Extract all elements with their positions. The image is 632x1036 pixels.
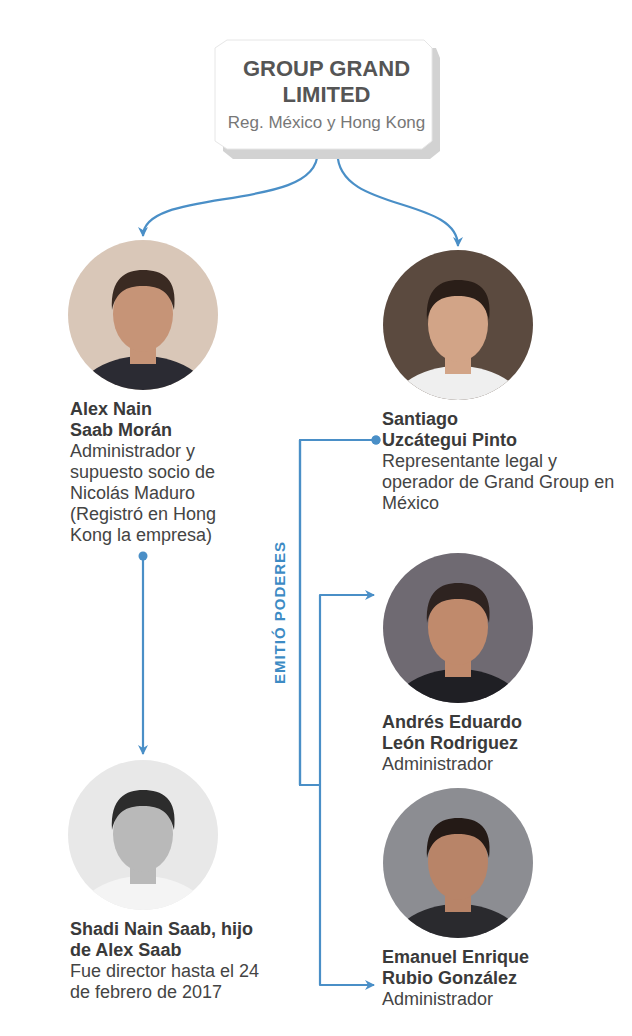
connector [333, 149, 458, 247]
connector-dot [372, 436, 381, 445]
person-name: Andrés Eduardo León Rodriguez [382, 712, 542, 754]
portrait-figure [383, 250, 533, 400]
portrait-figure [383, 553, 533, 703]
person-role: Administrador [382, 989, 620, 1010]
portrait-photo [383, 788, 533, 938]
person-name: Shadi Nain Saab, hijo de Alex Saab [70, 919, 275, 961]
connector-line [338, 153, 459, 246]
portrait-hair [427, 818, 490, 858]
person-name: Alex Nain Saab Morán [70, 399, 190, 441]
person-card: Alex Nain Saab MoránAdministrador y supu… [68, 240, 243, 546]
person-role: Representante legal y operador de Grand … [382, 451, 620, 514]
person-role: Administrador [382, 754, 620, 775]
portrait-photo [68, 760, 218, 910]
person-name: Santiago Uzcátegui Pinto [382, 409, 542, 451]
plaque-face [215, 40, 432, 149]
plaque-subtitle: Reg. México y Hong Kong [225, 112, 428, 133]
portrait-hair [427, 583, 490, 623]
person-role: Administrador y supuesto socio de Nicolá… [70, 441, 235, 546]
edge-label: EMITIÓ PODERES [272, 538, 289, 687]
portrait-hair [427, 280, 490, 320]
connector-line [143, 153, 318, 236]
portrait-figure [68, 240, 218, 390]
connector-dot [139, 552, 148, 561]
portrait-photo [383, 250, 533, 400]
portrait-photo [383, 553, 533, 703]
connector-line [142, 556, 144, 754]
person-card: Emanuel Enrique Rubio GonzálezAdministra… [380, 788, 625, 1010]
person-card: Andrés Eduardo León RodriguezAdministrad… [380, 553, 625, 775]
portrait-hair [112, 270, 175, 310]
connector [300, 436, 381, 986]
title-plaque: GROUP GRAND LIMITED Reg. México y Hong Ko… [215, 40, 440, 159]
plaque-title: GROUP GRAND LIMITED [237, 56, 417, 108]
connector-line [300, 440, 376, 985]
person-card: Santiago Uzcátegui PintoRepresentante le… [380, 250, 625, 514]
person-name: Emanuel Enrique Rubio González [382, 947, 542, 989]
connector-dot [372, 436, 381, 445]
portrait-figure [68, 760, 218, 910]
person-role: Fue director hasta el 24 de febrero de 2… [70, 961, 275, 1003]
connector [139, 552, 148, 755]
connector-line [300, 440, 376, 785]
portrait-hair [112, 790, 175, 830]
portrait-photo [68, 240, 218, 390]
portrait-figure [383, 788, 533, 938]
person-card: Shadi Nain Saab, hijo de Alex SaabFue di… [68, 760, 283, 1003]
connector [300, 436, 381, 786]
connector [143, 149, 322, 237]
